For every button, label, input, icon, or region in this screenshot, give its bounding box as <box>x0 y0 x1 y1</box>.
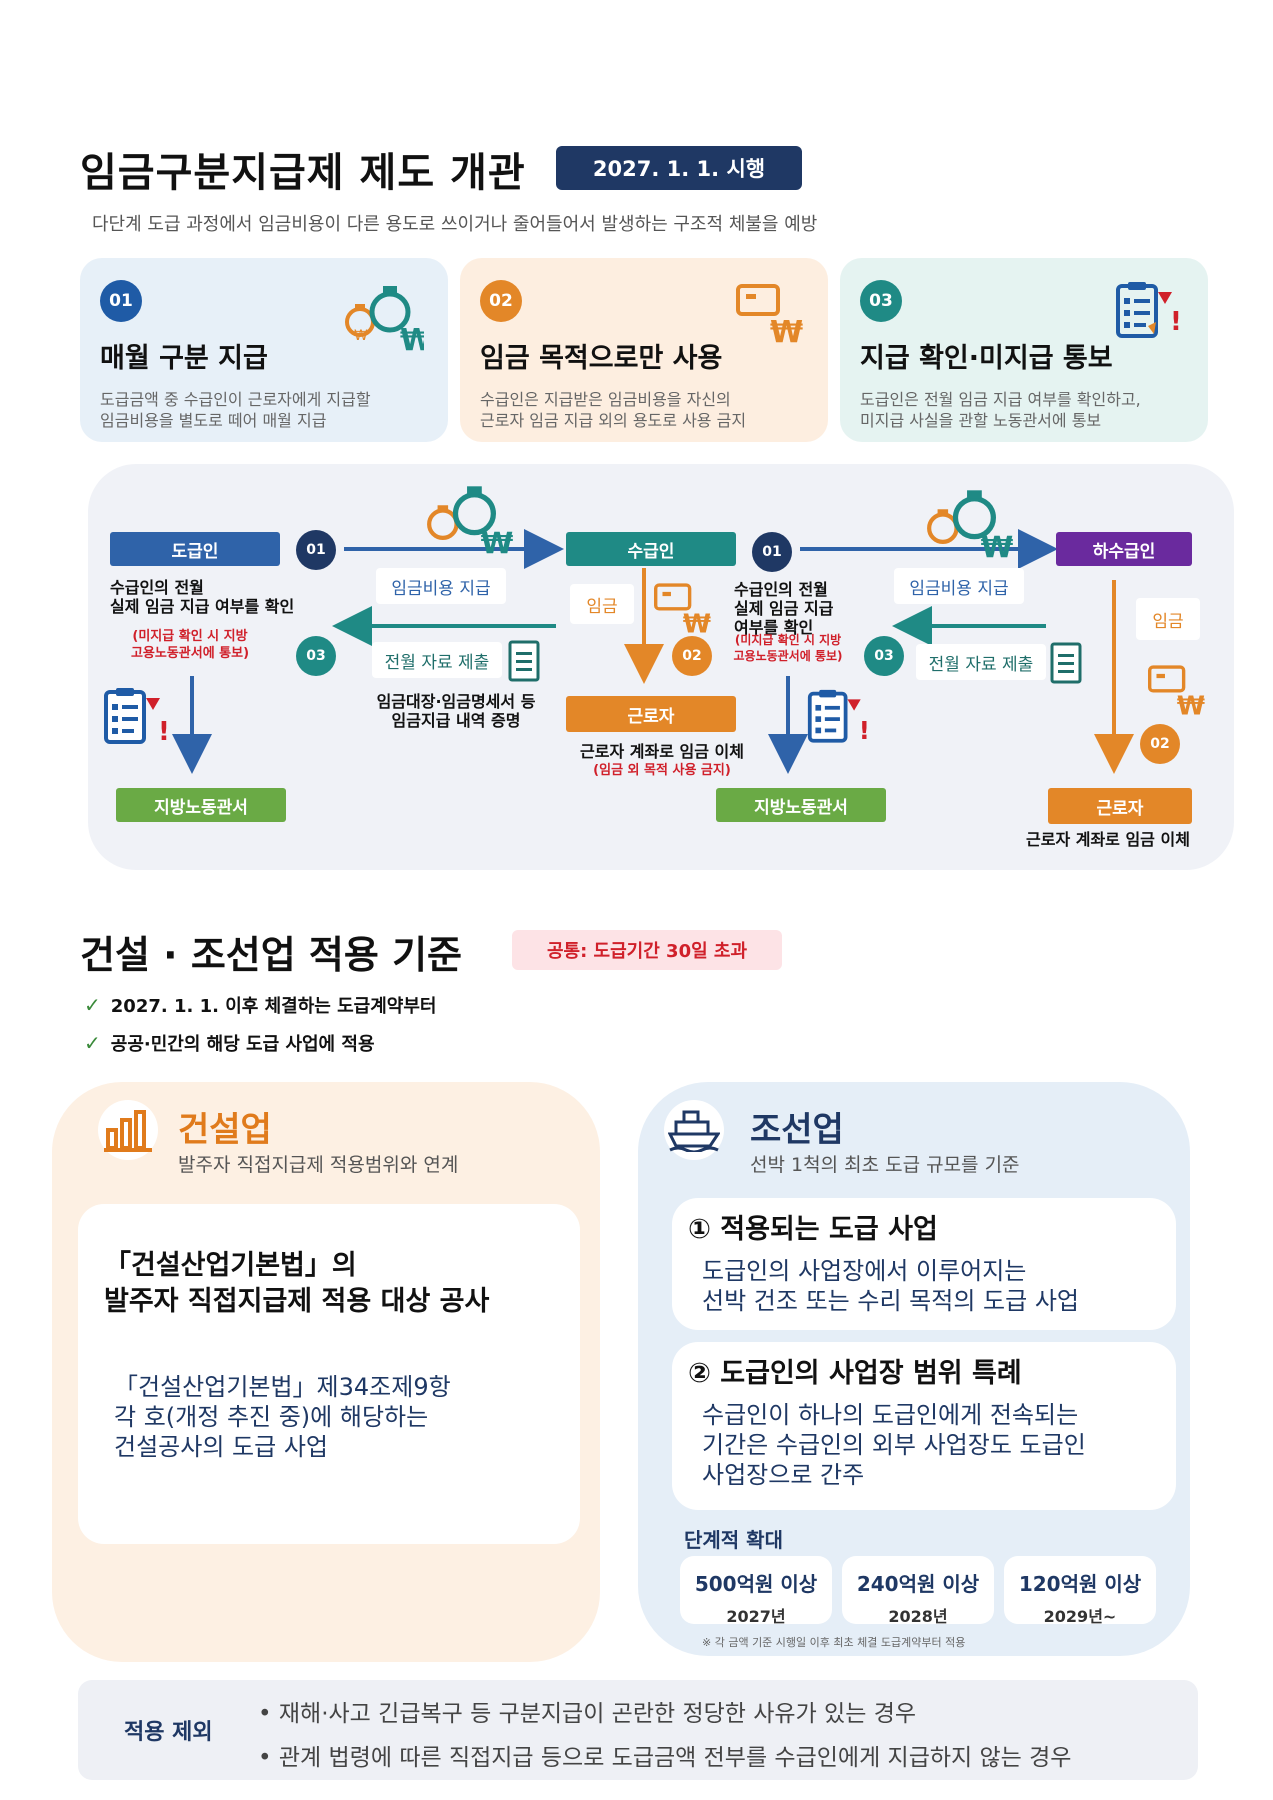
svg-text:!: ! <box>158 717 170 747</box>
step-02-circle: 02 <box>1140 724 1180 764</box>
svg-text:₩: ₩ <box>354 328 368 344</box>
svg-text:!: ! <box>859 716 870 745</box>
contractor-box: 도급인 <box>110 532 280 566</box>
subcontractor-box: 수급인 <box>566 532 736 566</box>
svg-text:₩: ₩ <box>400 323 424 356</box>
page-title: 임금구분지급제 제도 개관 <box>80 150 526 196</box>
svg-text:₩: ₩ <box>481 527 514 560</box>
construction-box-title: 「건설산업기본법」의 발주자 직접지급제 적용 대상 공사 <box>104 1250 490 1317</box>
exclusion-box <box>78 1680 1198 1780</box>
card-title: 임금 목적으로만 사용 <box>480 343 723 374</box>
svg-text:₩: ₩ <box>981 531 1014 564</box>
check-item: ✓공공·민간의 해당 도급 사업에 적용 <box>84 1031 375 1055</box>
card-title: 지급 확인·미지급 통보 <box>860 343 1113 374</box>
card-number: 03 <box>860 280 902 322</box>
checklist-alert-icon: ! <box>807 689 870 745</box>
card-payment-check: 03 지급 확인·미지급 통보 도급인은 전월 임금 지급 여부를 확인하고, … <box>840 258 1208 442</box>
notify-red-text-2: (미지급 확인 시 지방 고용노동관서에 통보) <box>733 633 843 663</box>
card-payment-icon: ₩ <box>1147 665 1205 718</box>
applicable-business-desc: 도급인의 사업장에서 이루어지는 선박 건조 또는 수리 목적의 도급 사업 <box>702 1257 1079 1315</box>
document-icon <box>1050 642 1082 684</box>
svg-text:₩: ₩ <box>683 610 711 636</box>
money-bag-icon: ₩ ₩ <box>345 286 424 356</box>
worker-box: 근로자 <box>566 696 736 732</box>
card-desc: 도급인은 전월 임금 지급 여부를 확인하고, 미지급 사실을 관할 노동관서에… <box>860 390 1141 430</box>
construction-subtitle: 발주자 직접지급제 적용범위와 연계 <box>178 1154 459 1176</box>
section-title: 건설 · 조선업 적용 기준 <box>80 933 462 977</box>
checklist-alert-icon: ! <box>1116 282 1182 338</box>
shipbuilding-title: 조선업 <box>750 1110 844 1150</box>
check-item: ✓2027. 1. 1. 이후 체결하는 도급계약부터 <box>84 993 437 1017</box>
svg-text:₩: ₩ <box>1177 692 1205 718</box>
money-bag-icon: ₩ <box>927 490 1014 564</box>
card-desc: 수급인은 지급받은 임금비용을 자신의 근로자 임금 지급 외의 용도로 사용 … <box>480 390 747 430</box>
monthly-submission-tag-2: 전월 자료 제출 <box>916 644 1046 680</box>
workplace-exception-desc: 수급인이 하나의 도급인에게 전속되는 기간은 수급인의 외부 사업장도 도급인… <box>702 1401 1086 1489</box>
workplace-exception-title: ② 도급인의 사업장 범위 특례 <box>688 1358 1022 1389</box>
card-monthly-payment: 01 매월 구분 지급 도급금액 중 수급인이 근로자에게 지급할 임금비용을 … <box>80 258 448 442</box>
svg-text:₩: ₩ <box>770 315 803 346</box>
transfer-text-2: 근로자 계좌로 임금 이체 <box>1026 830 1190 849</box>
card-payment-icon: ₩ <box>736 284 803 346</box>
step-01-circle: 01 <box>752 532 792 572</box>
card-title: 매월 구분 지급 <box>100 343 268 374</box>
wage-tag: 임금 <box>570 584 634 624</box>
transfer-restriction-text: (임금 외 목적 사용 금지) <box>593 763 731 778</box>
workplace-exception-box <box>672 1342 1176 1510</box>
notify-red-text: (미지급 확인 시 지방 고용노동관서에 통보) <box>130 629 250 661</box>
labor-office-box: 지방노동관서 <box>116 788 286 822</box>
common-condition-badge: 공통: 도급기간 30일 초과 <box>512 930 782 970</box>
ship-icon <box>664 1100 724 1160</box>
wage-cost-payment-tag: 임금비용 지급 <box>376 568 506 604</box>
svg-text:!: ! <box>1170 307 1182 337</box>
check-icon: ✓ <box>84 1031 101 1055</box>
construction-info-box <box>78 1204 580 1544</box>
effective-date-badge: 2027. 1. 1. 시행 <box>556 146 802 190</box>
stage-expansion-title: 단계적 확대 <box>684 1528 783 1552</box>
applicable-business-box <box>672 1198 1176 1330</box>
monthly-submission-tag: 전월 자료 제출 <box>372 642 502 678</box>
applicable-business-title: ① 적용되는 도급 사업 <box>688 1214 938 1245</box>
confirm-text: 수급인의 전월 실제 임금 지급 여부를 확인 <box>110 578 295 616</box>
bar-chart-icon <box>98 1100 158 1160</box>
docs-proof-text: 임금대장·임금명세서 등 임금지급 내역 증명 <box>376 692 536 730</box>
card-number: 02 <box>480 280 522 322</box>
page-subtitle: 다단계 도급 과정에서 임금비용이 다른 용도로 쓰이거나 줄어들어서 발생하는… <box>92 214 818 235</box>
check-icon: ✓ <box>84 993 101 1017</box>
flow-arrows <box>172 529 1134 774</box>
step-03-circle: 03 <box>864 636 904 676</box>
exclusion-item: • 재해·사고 긴급복구 등 구분지급이 곤란한 정당한 사유가 있는 경우 <box>258 1701 917 1727</box>
construction-box-desc: 「건설산업기본법」제34조제9항 각 호(개정 추진 중)에 해당하는 건설공사… <box>114 1373 451 1461</box>
checklist-alert-icon: ! <box>104 688 170 747</box>
card-payment-icon: ₩ <box>654 583 711 636</box>
exclusion-label: 적용 제외 <box>124 1720 213 1745</box>
stage-note: ※ 각 금액 기준 시행일 이후 최초 체결 도급계약부터 적용 <box>702 1636 966 1649</box>
labor-office-box-2: 지방노동관서 <box>716 788 886 822</box>
card-wage-only: 02 임금 목적으로만 사용 수급인은 지급받은 임금비용을 자신의 근로자 임… <box>460 258 828 442</box>
exclusion-item: • 관계 법령에 따른 직접지급 등으로 도급금액 전부를 수급인에게 지급하지… <box>258 1745 1072 1771</box>
wage-tag-2: 임금 <box>1136 598 1200 640</box>
step-03-circle: 03 <box>296 636 336 676</box>
sub-subcontractor-box: 하수급인 <box>1056 532 1192 566</box>
shipbuilding-subtitle: 선박 1척의 최초 도급 규모를 기준 <box>750 1154 1020 1176</box>
construction-title: 건설업 <box>178 1110 272 1150</box>
confirm-text-2: 수급인의 전월 실제 임금 지급 여부를 확인 <box>734 580 834 637</box>
worker-box-2: 근로자 <box>1048 788 1192 824</box>
card-desc: 도급금액 중 수급인이 근로자에게 지급할 임금비용을 별도로 떼어 매월 지급 <box>100 390 371 430</box>
transfer-text: 근로자 계좌로 임금 이체 <box>580 742 744 761</box>
step-01-circle: 01 <box>296 530 336 570</box>
step-02-circle: 02 <box>672 636 712 676</box>
wage-cost-payment-tag-2: 임금비용 지급 <box>894 568 1024 604</box>
card-number: 01 <box>100 280 142 322</box>
document-icon <box>508 640 540 682</box>
money-bag-icon: ₩ <box>427 486 514 560</box>
